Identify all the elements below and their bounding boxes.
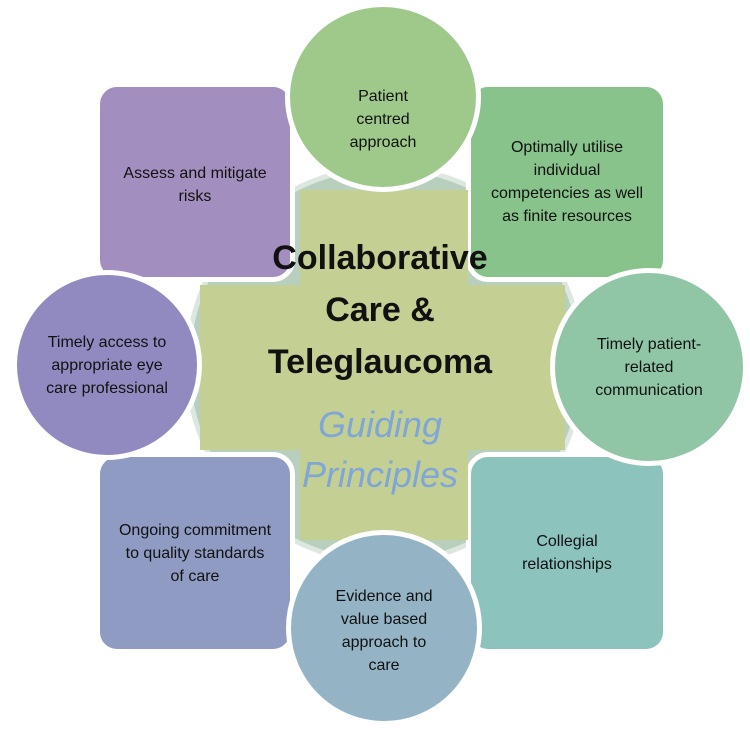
principle-label: Patient centred approach bbox=[349, 88, 417, 151]
principle-label: Ongoing commitment to quality standards … bbox=[118, 521, 272, 585]
center-title: Collaborative Care & Teleglaucoma bbox=[190, 232, 570, 388]
principle-label: Optimally utilise individual competencie… bbox=[490, 139, 644, 225]
principle-label: Assess and mitigate risks bbox=[123, 165, 267, 205]
subtitle-line: Guiding bbox=[317, 404, 443, 445]
title-line: Teleglaucoma bbox=[267, 343, 493, 381]
principle-bottom: Evidence and value based approach to car… bbox=[286, 530, 482, 726]
title-line: Collaborative bbox=[272, 239, 488, 277]
principle-top: Patient centred approach bbox=[285, 2, 481, 192]
principle-right: Timely patient-related communication bbox=[550, 268, 748, 466]
principle-label: Collegial relationships bbox=[522, 533, 612, 573]
principle-label: Timely access to appropriate eye care pr… bbox=[46, 333, 168, 397]
principle-top-left: Assess and mitigate risks bbox=[95, 82, 295, 282]
center-subtitle: Guiding Principles bbox=[190, 400, 570, 500]
principle-left: Timely access to appropriate eye care pr… bbox=[12, 270, 202, 460]
principle-bottom-right: Collegial relationships bbox=[466, 452, 668, 654]
principle-label: Timely patient-related communication bbox=[595, 335, 703, 399]
center-cross-vertical bbox=[300, 190, 468, 540]
principle-label: Evidence and value based approach to car… bbox=[335, 588, 433, 674]
title-line: Care & bbox=[325, 291, 435, 329]
principle-top-right: Optimally utilise individual competencie… bbox=[466, 82, 668, 282]
subtitle-line: Principles bbox=[301, 454, 459, 495]
principle-bottom-left: Ongoing commitment to quality standards … bbox=[95, 452, 295, 654]
